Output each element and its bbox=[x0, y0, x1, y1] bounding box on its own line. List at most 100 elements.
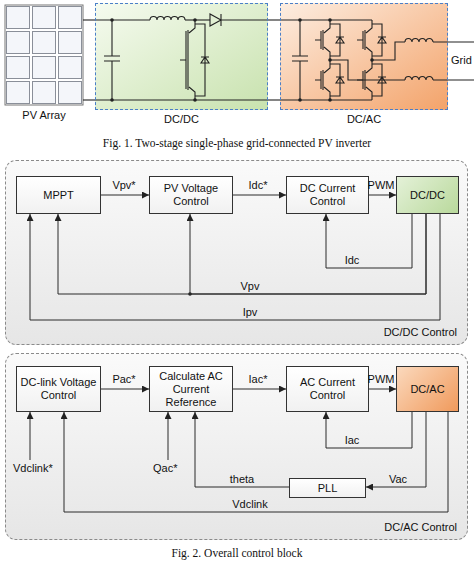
signal-label: Vac bbox=[388, 473, 408, 486]
junction-dot bbox=[328, 58, 332, 62]
dcdc-region-fill bbox=[95, 3, 268, 110]
region-label: DC/AC bbox=[261, 113, 467, 126]
igbt-symbol bbox=[180, 20, 195, 100]
process-box: DC Current Control bbox=[286, 176, 369, 214]
junction-dot bbox=[110, 18, 114, 22]
pv-array: PV Array bbox=[5, 5, 83, 105]
signal-label: PWM bbox=[367, 179, 396, 192]
box-label: PLL bbox=[318, 482, 338, 495]
diode-symbol bbox=[330, 64, 344, 96]
control-region-fill bbox=[5, 160, 468, 345]
control-region: DC/DC ControlMPPTPV Voltage ControlDC Cu… bbox=[5, 160, 468, 345]
connector bbox=[369, 195, 396, 196]
diode-symbol bbox=[210, 14, 268, 26]
connector bbox=[30, 214, 440, 320]
junction-dot bbox=[328, 18, 332, 22]
wire bbox=[372, 42, 405, 60]
junction-dot bbox=[193, 98, 197, 102]
diode-symbol bbox=[330, 24, 344, 56]
process-box: Calculate AC Current Reference bbox=[149, 366, 233, 412]
junction-dot bbox=[370, 58, 374, 62]
control-region: DC/AC Control DC-link Voltage Control Calc… bbox=[5, 353, 468, 540]
circuit-wires bbox=[83, 14, 474, 100]
connector bbox=[58, 214, 426, 294]
connector bbox=[369, 389, 396, 390]
process-box: DC/AC bbox=[396, 366, 459, 412]
diode-symbol bbox=[372, 24, 386, 56]
process-box: MPPT bbox=[16, 176, 101, 214]
wire bbox=[268, 99, 280, 100]
box-label: DC-link Voltage Control bbox=[20, 376, 97, 402]
input-arrow bbox=[30, 412, 31, 460]
signal-label: theta bbox=[229, 473, 255, 486]
process-box: DC/DC bbox=[396, 176, 459, 214]
signal-label: Vdclink bbox=[231, 498, 268, 511]
inductor-symbol bbox=[405, 77, 433, 81]
dcac-region-fill bbox=[280, 3, 448, 110]
signal-label: Pac* bbox=[111, 373, 136, 386]
diode-symbol bbox=[195, 24, 209, 96]
box-label: Calculate AC Current Reference bbox=[153, 370, 229, 409]
wire bbox=[95, 19, 150, 20]
igbt-symbol bbox=[357, 20, 372, 60]
inductor-symbol bbox=[405, 39, 433, 42]
box-label: AC Current Control bbox=[290, 376, 365, 402]
connector bbox=[195, 412, 289, 487]
wire bbox=[433, 41, 474, 42]
process-box: AC Current Control bbox=[286, 366, 369, 412]
signal-label: Idc bbox=[344, 254, 361, 267]
process-box: PLL bbox=[289, 478, 366, 498]
wire bbox=[280, 20, 372, 100]
connector bbox=[233, 195, 286, 196]
igbt-symbol bbox=[315, 20, 330, 60]
connector bbox=[326, 214, 412, 268]
stage-region: DC/DC bbox=[95, 3, 268, 110]
junction-dot bbox=[110, 98, 114, 102]
signal-label: Vpv* bbox=[111, 179, 136, 192]
signal-label: Iac bbox=[344, 434, 361, 447]
control-region-fill bbox=[5, 353, 468, 540]
box-label: DC/AC bbox=[410, 383, 444, 396]
box-label: DC/DC bbox=[410, 189, 445, 202]
wire bbox=[433, 79, 474, 80]
region-label: DC/AC Control bbox=[384, 521, 457, 534]
junction-dot bbox=[298, 98, 302, 102]
igbt-symbol bbox=[315, 60, 330, 100]
signal-label: PWM bbox=[367, 373, 396, 386]
figure-caption: Fig. 1. Two-stage single-phase grid-conn… bbox=[0, 136, 474, 150]
signal-label: Vdclink* bbox=[12, 462, 54, 475]
junction-dot bbox=[298, 18, 302, 22]
wire bbox=[95, 99, 268, 100]
region-label: PV Array bbox=[0, 109, 103, 122]
process-box: DC-link Voltage Control bbox=[16, 366, 101, 412]
connector bbox=[83, 19, 95, 20]
wire bbox=[83, 99, 95, 100]
input-arrow bbox=[168, 412, 169, 460]
signal-label: Vpv bbox=[240, 280, 261, 293]
grid-label: Grid bbox=[450, 54, 473, 67]
signal-label: Ipv bbox=[242, 306, 259, 319]
connector bbox=[326, 412, 412, 448]
stage-region: DC/AC bbox=[280, 3, 448, 110]
connector bbox=[190, 214, 426, 294]
wire bbox=[330, 60, 405, 80]
process-box: PV Voltage Control bbox=[149, 176, 233, 214]
junction-dot bbox=[328, 98, 332, 102]
wire bbox=[185, 19, 210, 20]
junction-dots bbox=[110, 18, 374, 296]
inductor-symbol bbox=[150, 17, 185, 21]
connector bbox=[366, 412, 426, 487]
box-label: PV Voltage Control bbox=[153, 182, 229, 208]
region-label: DC/DC bbox=[76, 113, 287, 126]
figure-caption: Fig. 2. Overall control block bbox=[0, 546, 474, 560]
signal-label: Qac* bbox=[152, 462, 178, 475]
capacitor-symbol bbox=[292, 20, 308, 100]
connector bbox=[101, 389, 149, 390]
junction-dot bbox=[193, 18, 197, 22]
box-label: DC Current Control bbox=[290, 182, 365, 208]
box-label: MPPT bbox=[43, 189, 74, 202]
connector bbox=[64, 412, 448, 512]
connector bbox=[101, 195, 149, 196]
connector bbox=[268, 19, 280, 20]
signal-label: Iac* bbox=[248, 373, 269, 386]
